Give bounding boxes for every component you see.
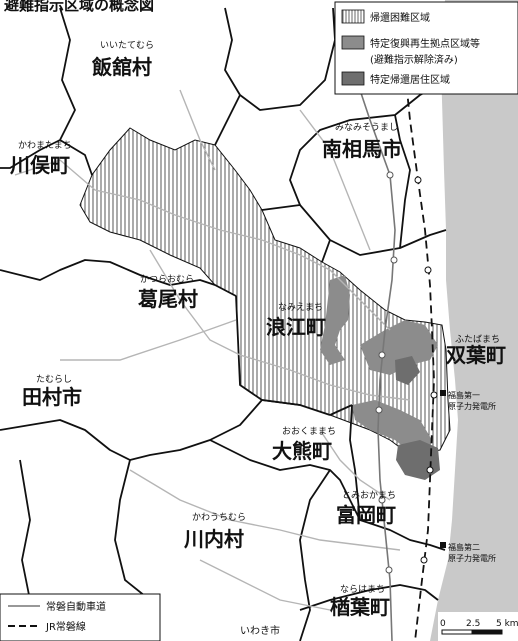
svg-text:なみえまち: なみえまち bbox=[278, 302, 323, 313]
legend-gray-swatch bbox=[341, 35, 365, 50]
line-legend: 常磐自動車道 JR常磐線 bbox=[0, 593, 161, 641]
specific-return-zone bbox=[396, 440, 440, 480]
svg-text:かつらおむら: かつらおむら bbox=[140, 274, 194, 285]
plant-label-line2: 原子力発電所 bbox=[448, 553, 496, 563]
jr-joban-line bbox=[401, 7, 435, 641]
specific-return-zone-2 bbox=[395, 356, 420, 385]
scale-tick-0: 0 bbox=[440, 619, 446, 629]
fukushima-daini-plant: 福島第二 原子力発電所 bbox=[440, 542, 496, 563]
municipal-borders bbox=[0, 7, 447, 641]
roads bbox=[14, 89, 411, 611]
legend-label-jr: JR常磐線 bbox=[45, 620, 86, 633]
legend-label-reconstruction: 特定復興再生拠点区域等 bbox=[370, 37, 480, 50]
svg-text:ならはまち: ならはまち bbox=[340, 584, 385, 595]
svg-text:いいたてむら: いいたてむら bbox=[100, 40, 154, 51]
zone-legend: 帰還困難区域 特定復興再生拠点区域等 (避難指示解除済み) 特定帰還居住区域 bbox=[334, 1, 518, 95]
legend-hatch-swatch bbox=[341, 9, 365, 24]
svg-text:双葉町: 双葉町 bbox=[446, 343, 506, 367]
svg-text:たむらし: たむらし bbox=[36, 374, 72, 385]
jr-stations bbox=[414, 176, 438, 564]
sea bbox=[430, 0, 518, 641]
svg-text:南相馬市: 南相馬市 bbox=[322, 137, 402, 161]
label-iwaki: いわき市 bbox=[240, 624, 280, 637]
svg-text:大熊町: 大熊町 bbox=[272, 439, 332, 463]
reconstruction-zone-futaba bbox=[360, 320, 438, 375]
svg-text:みなみそうまし: みなみそうまし bbox=[335, 122, 398, 133]
svg-text:飯舘村: 飯舘村 bbox=[91, 55, 152, 79]
legend-label-return: 特定帰還居住区域 bbox=[370, 73, 450, 86]
map-title: 避難指示区域の概念図 bbox=[4, 0, 154, 14]
scale-tick-1: 2.5 bbox=[466, 619, 480, 629]
svg-text:とみおかまち: とみおかまち bbox=[342, 490, 396, 501]
svg-text:川内村: 川内村 bbox=[183, 527, 244, 551]
plant-label-line1: 福島第二 bbox=[448, 542, 480, 552]
scale-tick-2: 5 km bbox=[496, 619, 518, 629]
svg-text:葛尾村: 葛尾村 bbox=[137, 287, 198, 311]
svg-text:かわまたまち: かわまたまち bbox=[18, 140, 72, 151]
svg-text:かわうちむら: かわうちむら bbox=[192, 512, 246, 523]
svg-text:ふたばまち: ふたばまち bbox=[455, 334, 500, 345]
svg-text:おおくままち: おおくままち bbox=[282, 426, 336, 437]
difficult-return-zone bbox=[79, 127, 451, 456]
plant-label-line1: 福島第一 bbox=[448, 390, 480, 400]
reconstruction-zone-namie bbox=[320, 275, 350, 365]
svg-text:いわき市: いわき市 bbox=[240, 624, 280, 637]
reconstruction-zone-okuma bbox=[352, 400, 432, 455]
legend-label-reconstruction-note: (避難指示解除済み) bbox=[370, 53, 458, 66]
svg-text:富岡町: 富岡町 bbox=[336, 503, 396, 527]
scale-bar: 0 2.5 5 km bbox=[438, 612, 518, 641]
plant-label-line2: 原子力発電所 bbox=[448, 401, 496, 411]
svg-text:楢葉町: 楢葉町 bbox=[329, 595, 390, 619]
legend-label-expressway: 常磐自動車道 bbox=[46, 600, 106, 613]
joban-expressway bbox=[337, 7, 396, 641]
expressway-interchanges bbox=[375, 171, 398, 574]
fukushima-daiichi-plant: 福島第一 原子力発電所 bbox=[440, 390, 496, 411]
legend-label-difficult: 帰還困難区域 bbox=[370, 11, 430, 24]
legend-dark-swatch bbox=[341, 71, 365, 86]
svg-text:田村市: 田村市 bbox=[22, 385, 82, 409]
svg-text:浪江町: 浪江町 bbox=[266, 315, 326, 339]
svg-text:川俣町: 川俣町 bbox=[9, 153, 70, 177]
